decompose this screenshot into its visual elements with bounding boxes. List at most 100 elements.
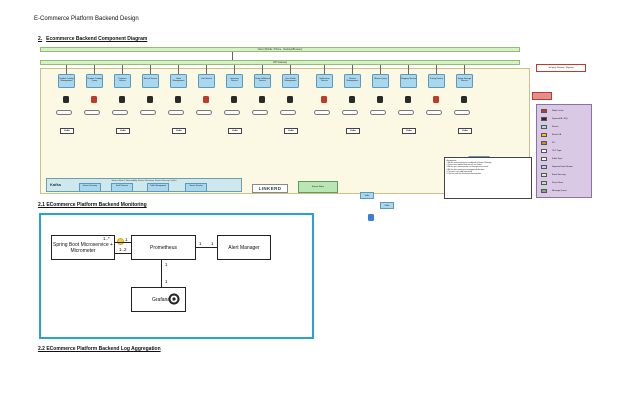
database-icon [203, 96, 209, 103]
database-icon [377, 96, 383, 103]
cdc-topic-pill [196, 110, 212, 115]
cdc-topic-pill [224, 110, 240, 115]
spring-boot-box: Spring Boot Microservice + Micrometer [51, 235, 115, 260]
client-gateway-connector [232, 52, 233, 60]
gateway-service-connector [352, 65, 353, 74]
legend-swatch [541, 165, 547, 169]
database-icon [119, 96, 125, 103]
legend-swatch [541, 125, 547, 129]
spring-boot-label: Spring Boot Microservice + Micrometer [53, 241, 113, 254]
legend-label: Elastic DB [552, 134, 562, 136]
cdc-topic-pill [454, 110, 470, 115]
edge-label-grafana-prom-2: 1 [165, 279, 168, 284]
kafka-topic: Kafka [172, 128, 186, 134]
section-heading-components: 2.Ecommerce Backend Component Diagram [38, 36, 147, 42]
kafka-topic: Kafka [228, 128, 242, 134]
cdc-topic-pill [342, 110, 358, 115]
note-line: 3. All the sync communication are throug… [446, 166, 489, 169]
legend-swatch [541, 141, 547, 145]
legend-swatch [541, 157, 547, 161]
kafka-box-lower-2: Kafka [380, 202, 394, 209]
external-shipping-box: 3rd party Delivery / Shipping [536, 64, 586, 72]
service-box: Search Service [142, 74, 159, 88]
section-heading-logging: 2.2 ECommerce Platform Backend Log Aggre… [38, 346, 161, 352]
cdc-topic-pill [140, 110, 156, 115]
gateway-service-connector [290, 65, 291, 74]
database-icon [349, 96, 355, 103]
service-box: User Profile Management [282, 74, 299, 88]
legend-item: CDC Topic [541, 149, 562, 153]
service-box: Payment Service [114, 74, 131, 88]
note-line: 1. All the communication are configured … [446, 161, 492, 164]
gateway-service-connector [178, 65, 179, 74]
assumptions-notes: Assumptions: 1. All the communication ar… [444, 157, 532, 199]
gateway-service-connector [408, 65, 409, 74]
legend-swatch [541, 173, 547, 177]
mesh-chip-security: Service Security [185, 183, 207, 192]
database-icon [433, 96, 439, 103]
legend-label: Secret Store [552, 182, 564, 184]
database-icon [405, 96, 411, 103]
gateway-service-connector [436, 65, 437, 74]
gateway-service-connector [206, 65, 207, 74]
service-box: Notification Service [316, 74, 333, 88]
service-box: Order Fulfillment Service [254, 74, 271, 88]
database-icon [287, 96, 293, 103]
gateway-service-connector [122, 65, 123, 74]
gateway-service-connector [94, 65, 95, 74]
gateway-service-connector [324, 65, 325, 74]
note-line: Assumptions: [446, 159, 457, 162]
legend-label: DynamoDB / SQL [552, 118, 568, 120]
legend-label: Redis Cache [552, 110, 564, 112]
cdc-topic-pill [370, 110, 386, 115]
prometheus-box: Prometheus [131, 235, 196, 260]
gateway-service-connector [262, 65, 263, 74]
legend-label: Kafka Topic [552, 158, 563, 160]
legend-swatch [541, 189, 547, 193]
edge-label-prom-alert-right: 1 [211, 241, 214, 246]
grafana-box: Grafana [131, 287, 186, 312]
legend-label: CDC Topic [552, 150, 562, 152]
edge-label-prom-sb: 1..2 [119, 247, 127, 252]
gateway-service-connector [66, 65, 67, 74]
legend-label: Service [552, 126, 559, 128]
service-box: Order Management [170, 74, 187, 88]
edge-label-grafana-prom: 1 [165, 262, 168, 267]
api-gateway-bar: API Gateway [40, 60, 520, 65]
mesh-chip-fault-tolerance: Fault Tolerance [111, 183, 133, 192]
database-icon [91, 96, 97, 103]
gateway-service-connector [150, 65, 151, 74]
service-box: Product Catalog Query [86, 74, 103, 88]
section-title: Ecommerce Backend Component Diagram [46, 36, 148, 42]
cdc-topic-pill [426, 110, 442, 115]
service-box: Review Query [372, 74, 389, 88]
kafka-logo: Kafka [50, 182, 61, 187]
database-icon [175, 96, 181, 103]
cdc-topic-pill [280, 110, 296, 115]
gateway-service-connector [234, 65, 235, 74]
component-diagram: Client (Mobile / Phone - Desktop/Browser… [36, 44, 596, 221]
note-line: 6. Service mesh for all internal communi… [446, 173, 482, 176]
gateway-service-connector [464, 65, 465, 74]
bucket-icon [368, 214, 374, 221]
legend-label: S3 [552, 142, 555, 144]
cdc-topic-pill [84, 110, 100, 115]
legend-item: Service [541, 125, 559, 129]
grafana-logo-icon [168, 293, 180, 305]
kafka-topic: Kafka [402, 128, 416, 134]
kafka-topic: Kafka [458, 128, 472, 134]
cdc-topic-pill [168, 110, 184, 115]
client-bar: Client (Mobile / Phone - Desktop/Browser… [40, 47, 520, 52]
section-heading-monitoring: 2.1 ECommerce Platform Backend Monitorin… [38, 202, 147, 208]
legend-swatch [541, 109, 547, 113]
legend-label: Message Queue [552, 190, 567, 192]
database-icon [147, 96, 153, 103]
edge-label-sb-prom-right: 1 [125, 237, 128, 242]
database-icon [259, 96, 265, 103]
service-box: Cart Service [198, 74, 215, 88]
edge-label-sb-prom-left: 1..* [103, 236, 110, 241]
service-mesh-title: Service Mesh ( Observability, Service Di… [111, 179, 177, 182]
legend-label: Separate Event Stream [552, 166, 573, 168]
legend-swatch [541, 181, 547, 185]
